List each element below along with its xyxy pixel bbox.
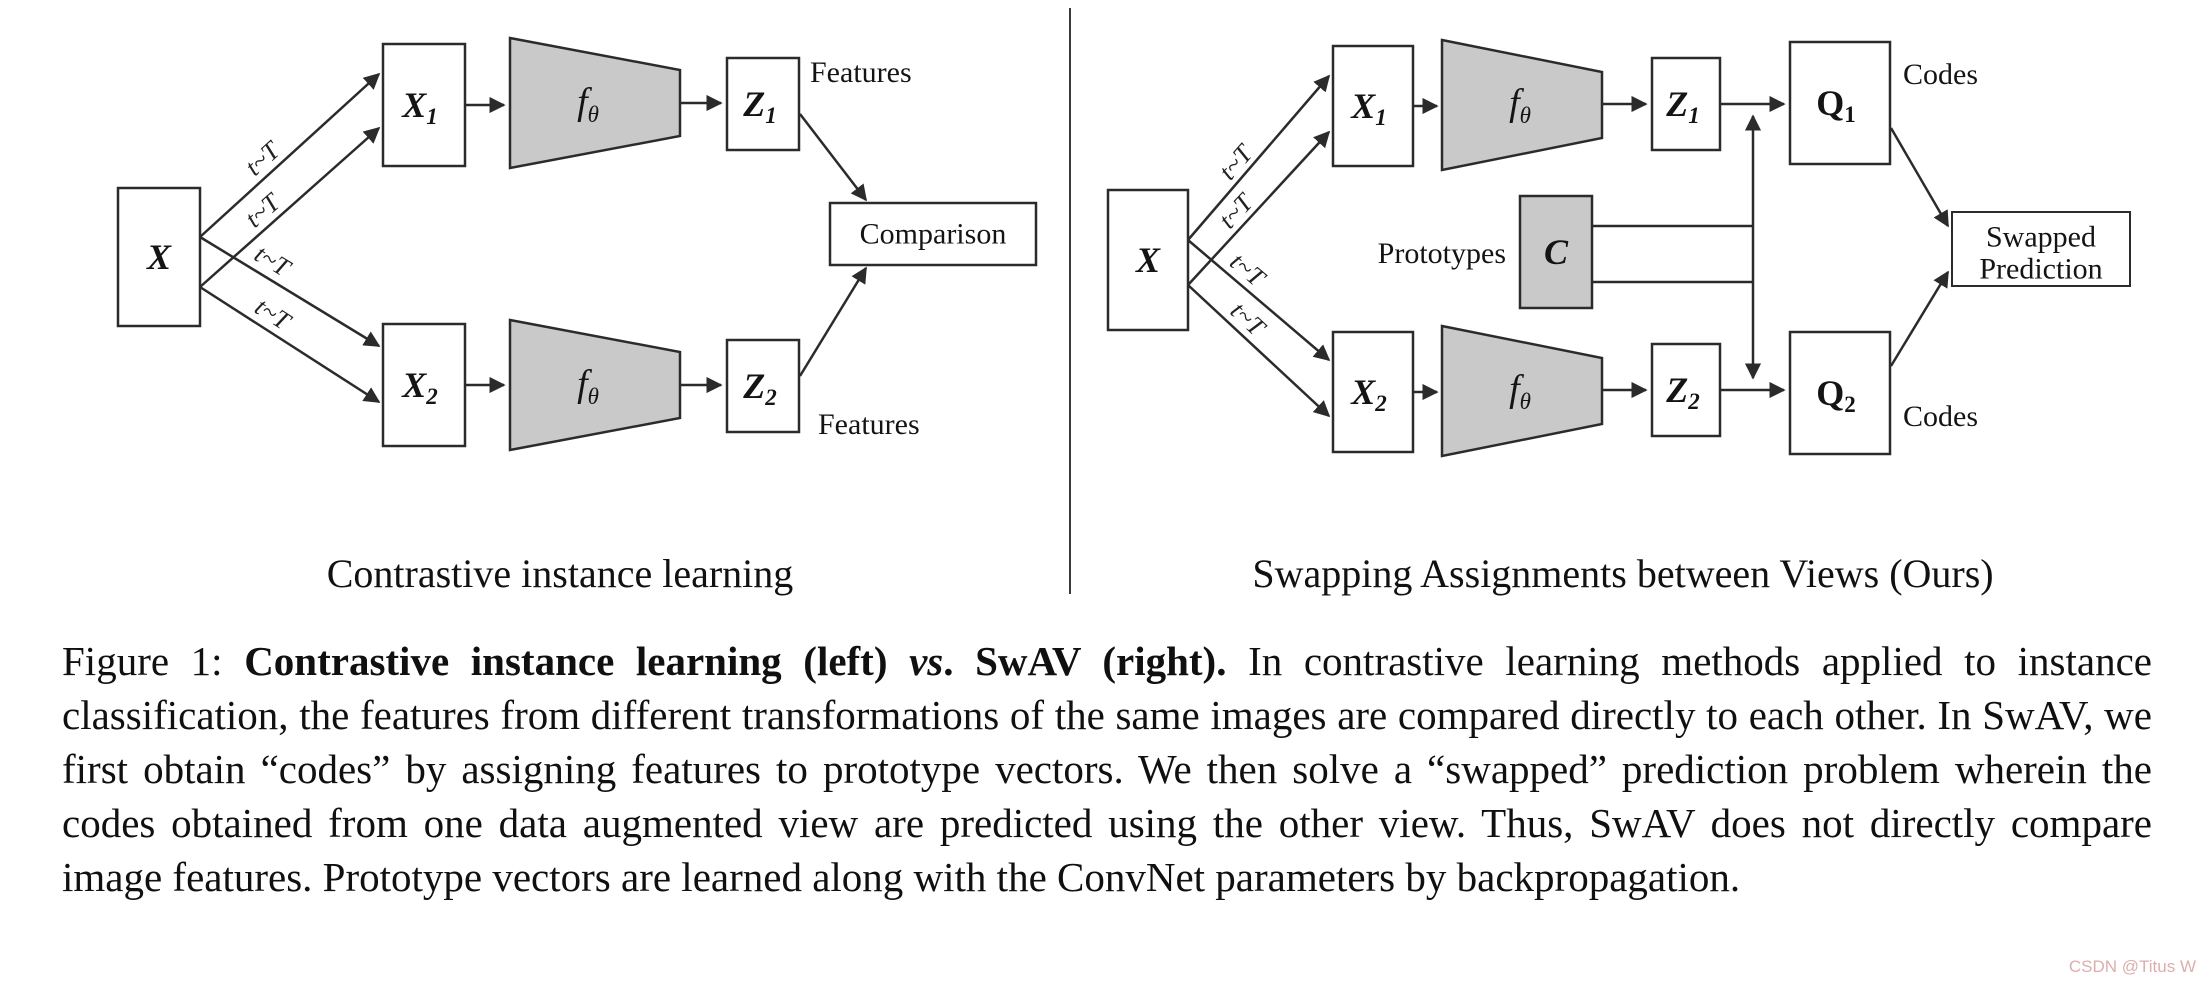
left-input-letter: X: [146, 237, 172, 277]
right-prototypes-c-label: C: [1544, 232, 1569, 272]
right-encoder1-trapezoid: [1440, 38, 1604, 172]
left-comparison-box: [828, 201, 1038, 267]
left-arrow-z1-comparison: [799, 113, 867, 202]
watermark: CSDN @Titus W: [2068, 957, 2196, 976]
right-view2-box: [1331, 330, 1415, 454]
right-arrow-q2-swapped: [1889, 270, 1950, 367]
left-view1-box: [381, 42, 467, 168]
right-feat1-subscript: 1: [1688, 103, 1700, 128]
left-input-label: X: [146, 237, 172, 277]
right-codes2-subscript: 2: [1844, 392, 1856, 417]
right-feat2-box: [1650, 342, 1722, 438]
right-encoder2-subscript: θ: [1520, 389, 1531, 414]
right-codes2-label: Q2: [1816, 373, 1856, 417]
left-view2-box: [381, 322, 467, 448]
right-arrow-q1-swapped: [1889, 127, 1950, 228]
right-swapped-prediction-box: [1951, 211, 2131, 287]
left-features-bottom-label: Features: [818, 408, 920, 441]
diagram-canvas: t~T t~T t~T t~T X X1 X2 fθ fθ: [116, 8, 2131, 594]
right-view2-subscript: 2: [1374, 391, 1387, 416]
right-diagram: t~T t~T t~T t~T: [1106, 38, 2131, 458]
right-codes-top-label: Codes: [1903, 58, 1978, 91]
left-view2-subscript: 2: [425, 384, 438, 409]
right-codes1-subscript: 1: [1844, 102, 1856, 127]
left-encoder2-trapezoid: [508, 318, 682, 452]
caption-body: In contrastive learning methods applied …: [62, 638, 2152, 900]
left-feat2-box: [725, 338, 801, 434]
right-feat2-subscript: 2: [1687, 389, 1700, 414]
right-input-letter: X: [1135, 240, 1161, 280]
left-transform-arrow-4: [199, 285, 381, 404]
right-prototypes-box: [1518, 194, 1594, 310]
right-encoder2-trapezoid: [1440, 324, 1604, 458]
left-transform-arrow-2: [199, 126, 381, 288]
left-encoder2-subscript: θ: [588, 384, 599, 409]
right-diagram-title: Swapping Assignments between Views (Ours…: [1252, 551, 1994, 596]
caption-prefix: Figure 1:: [62, 638, 245, 684]
caption-bold-2: . SwAV (right).: [943, 638, 1227, 684]
right-transform-label-1: t~T: [1213, 138, 1259, 185]
left-transform-label-3: t~T: [250, 239, 297, 283]
right-encoder1-subscript: θ: [1520, 103, 1531, 128]
left-feat1-label: Z1: [742, 84, 777, 128]
left-diagram: t~T t~T t~T t~T X X1 X2 fθ fθ: [116, 36, 1038, 452]
right-view2-label: X2: [1350, 372, 1387, 416]
right-view1-label: X1: [1350, 86, 1387, 130]
left-view1-subscript: 1: [426, 104, 438, 129]
left-transform-label-1: t~T: [239, 135, 286, 182]
right-transform-arrow-1: [1187, 74, 1331, 241]
right-transform-label-4: t~T: [1225, 296, 1272, 343]
left-diagram-title: Contrastive instance learning: [326, 551, 794, 596]
right-feat2-letter: Z: [1665, 370, 1688, 410]
right-feat1-box: [1650, 56, 1722, 152]
left-feat1-letter: Z: [742, 84, 765, 124]
right-feat1-letter: Z: [1665, 84, 1688, 124]
right-codes2-letter: Q: [1816, 373, 1844, 413]
left-transform-label-4: t~T: [250, 292, 297, 337]
right-transform-label-2: t~T: [1213, 187, 1260, 234]
right-input-label: X: [1135, 240, 1161, 280]
right-feat2-label: Z2: [1665, 370, 1700, 414]
right-codes-bottom-label: Codes: [1903, 400, 1978, 433]
left-features-top-label: Features: [810, 56, 912, 89]
right-transform-label-3: t~T: [1224, 247, 1271, 293]
caption-bold-1: Contrastive instance learning (left): [244, 638, 910, 684]
right-view1-box: [1331, 44, 1415, 168]
caption-vs: vs: [909, 638, 944, 684]
right-input-box: [1106, 188, 1190, 332]
left-feat2-subscript: 2: [764, 385, 777, 410]
right-feat1-label: Z1: [1665, 84, 1700, 128]
left-view1-label: X1: [401, 85, 438, 129]
right-view1-letter: X: [1350, 86, 1376, 126]
left-view2-letter: X: [401, 365, 427, 405]
left-encoder1-trapezoid: [508, 36, 682, 170]
left-transform-arrow-1: [199, 72, 381, 238]
left-feat1-box: [725, 56, 801, 152]
right-view1-subscript: 1: [1375, 105, 1387, 130]
right-codes1-box: [1788, 40, 1892, 166]
left-input-box: [116, 186, 202, 328]
left-feat2-label: Z2: [742, 366, 777, 410]
right-view2-letter: X: [1350, 372, 1376, 412]
right-transform-arrow-3: [1187, 239, 1331, 362]
right-swapped-line2: Prediction: [1979, 253, 2102, 286]
left-transform-arrow-3: [199, 235, 381, 348]
right-swapped-line1: Swapped: [1986, 221, 2096, 254]
left-comparison-label: Comparison: [860, 218, 1007, 251]
left-arrow-z2-comparison: [798, 266, 868, 377]
left-view2-label: X2: [401, 365, 438, 409]
left-encoder1-subscript: θ: [588, 102, 599, 127]
figure-caption: Figure 1: Contrastive instance learning …: [62, 634, 2152, 904]
right-codes1-label: Q1: [1816, 83, 1856, 127]
right-codes2-box: [1788, 330, 1892, 456]
left-view1-letter: X: [401, 85, 427, 125]
right-codes1-letter: Q: [1816, 83, 1844, 123]
right-prototypes-text-label: Prototypes: [1378, 237, 1506, 270]
right-transform-arrow-4: [1187, 284, 1331, 418]
left-feat2-letter: Z: [742, 366, 765, 406]
left-feat1-subscript: 1: [765, 103, 777, 128]
right-prototypes-letter: C: [1544, 232, 1569, 272]
